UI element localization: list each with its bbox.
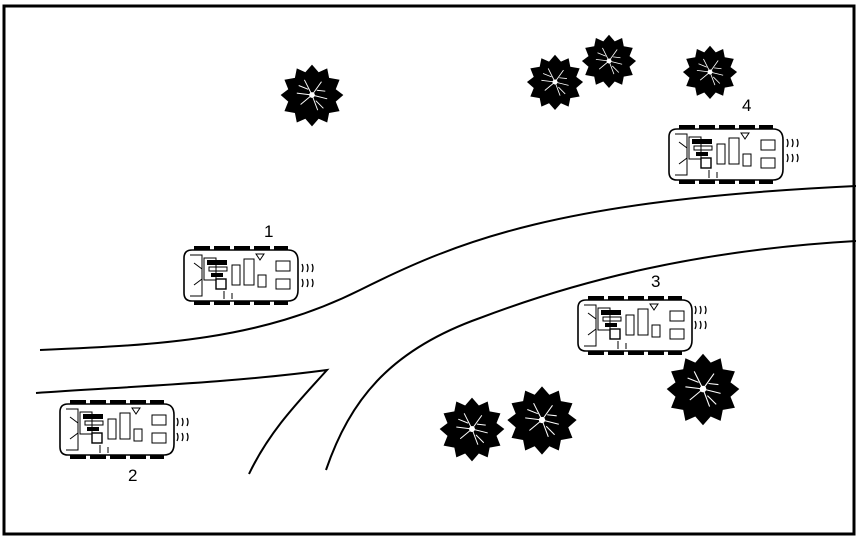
road-lower-edge xyxy=(325,240,856,471)
vehicle-label: 1 xyxy=(264,222,273,241)
vehicle-4: 4 xyxy=(668,96,799,185)
vehicle-1: 1 xyxy=(183,222,314,306)
vehicle-2: 2 xyxy=(59,399,189,485)
vehicle-label: 2 xyxy=(128,466,137,485)
tracked-vehicle-icon xyxy=(183,245,299,306)
tracked-vehicle-icon xyxy=(577,295,693,356)
road-upper-edge xyxy=(39,185,856,351)
road-lines xyxy=(35,185,856,475)
road-branch-edge xyxy=(35,368,330,475)
vehicle-3: 3 xyxy=(577,272,707,356)
vehicle-label: 4 xyxy=(742,96,751,115)
tracked-vehicle-icon xyxy=(59,399,175,460)
vehicle-label: 3 xyxy=(651,272,660,291)
tracked-vehicle-icon xyxy=(668,124,784,185)
